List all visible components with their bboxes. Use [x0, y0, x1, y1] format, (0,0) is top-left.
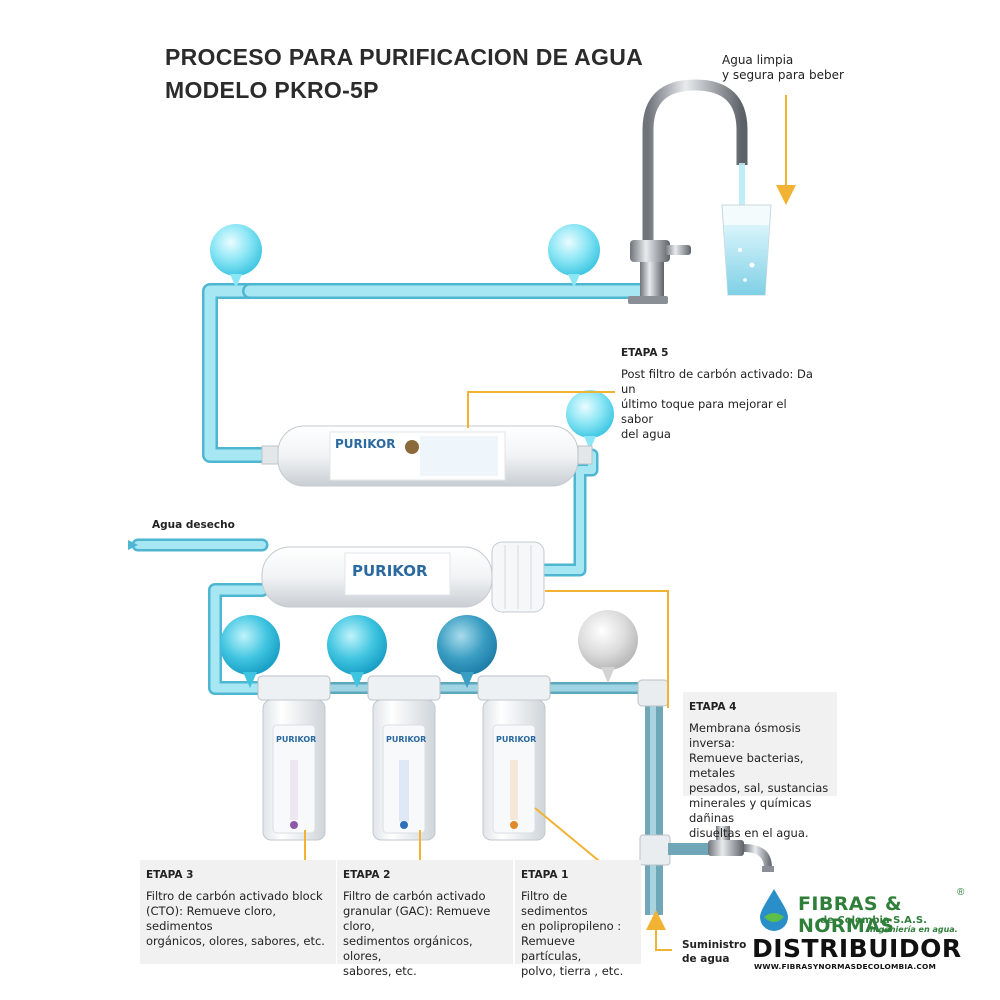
logo-tagline: Ingeniería en agua. [870, 925, 958, 934]
logo-subtitle: de Colombia S.A.S. [820, 915, 927, 926]
stage4-brand-label: PURIKOR [352, 562, 428, 580]
stage4-line-1: Membrana ósmosis inversa: [689, 721, 801, 750]
stage1-line-3: Remueve partículas, [521, 934, 582, 963]
stage3-description: ETAPA 3 Filtro de carbón activado block … [140, 860, 336, 964]
stage3-line-1: Filtro de carbón activado block [146, 889, 323, 903]
stage4-title: ETAPA 4 [689, 701, 737, 713]
stage5-line-3: del agua [621, 427, 671, 441]
waste-water-label: Agua desecho [152, 519, 235, 531]
stage1-housing: PURIKOR [477, 675, 551, 841]
stage5-line-1: Post filtro de carbón activado: Da un [621, 367, 813, 396]
stage2-housing: PURIKOR [367, 675, 441, 841]
stage4-line-2: Remueve bacterias, metales [689, 751, 804, 780]
distributor-logo: FIBRAS & NORMAS ® de Colombia S.A.S. Ing… [752, 885, 977, 971]
logo-registered-mark: ® [957, 887, 965, 898]
stage2-line-3: sedimentos orgánicos, olores, [343, 934, 473, 963]
stage1-brand-label: PURIKOR [496, 735, 536, 744]
stage2-description: ETAPA 2 Filtro de carbón activado granul… [337, 860, 513, 978]
logo-name: FIBRAS & NORMAS [798, 893, 902, 937]
supply-label: Suministro de agua [682, 938, 746, 966]
stage2-line-2: granular (GAC): Remueve cloro, [343, 904, 491, 933]
stage4-line-4: minerales y químicas dañinas [689, 796, 812, 825]
supply-line-2: de agua [682, 953, 730, 965]
page-title: PROCESO PARA PURIFICACION DE AGUA [165, 44, 644, 70]
faucet [628, 79, 748, 304]
stage3-brand-label: PURIKOR [276, 735, 316, 744]
stage2-line-4: sabores, etc. [343, 964, 417, 978]
stage4-line-5: disueltas en el agua. [689, 826, 809, 840]
stage1-line-2: en polipropileno : [521, 919, 622, 933]
distributor-url: WWW.FIBRASYNORMASDECOLOMBIA.COM [754, 962, 937, 971]
stage3-line-2: (CTO): Remueve cloro, sedimentos [146, 904, 276, 933]
stage1-line-1: Filtro de sedimentos [521, 889, 588, 918]
stage1-title: ETAPA 1 [521, 869, 569, 881]
stage5-description: ETAPA 5 Post filtro de carbón activado: … [615, 338, 820, 441]
clean-water-line-2: y segura para beber [722, 68, 844, 82]
stage3-line-3: orgánicos, olores, sabores, etc. [146, 934, 325, 948]
distributor-label: DISTRIBUIDOR [752, 934, 962, 963]
page-subtitle: MODELO PKRO-5P [165, 77, 379, 103]
stage5-postfilter: PURIKOR [261, 425, 593, 487]
stage1-description: ETAPA 1 Filtro de sedimentos en poliprop… [515, 860, 641, 978]
water-drop-icon [760, 889, 788, 931]
stage4-membrane: PURIKOR [261, 541, 545, 613]
waste-flow-arrow [128, 540, 138, 550]
stage2-line-1: Filtro de carbón activado [343, 889, 486, 903]
stage5-line-2: último toque para mejorar el sabor [621, 397, 787, 426]
clean-water-label: Agua limpia y segura para beber [722, 53, 844, 83]
supply-tap [708, 826, 774, 872]
stage3-title: ETAPA 3 [146, 869, 194, 881]
stage-bubbles [210, 224, 638, 688]
stage5-brand-label: PURIKOR [335, 437, 395, 451]
supply-line-1: Suministro [682, 939, 747, 951]
clean-water-line-1: Agua limpia [722, 53, 794, 67]
water-glass [721, 204, 772, 296]
stage5-title: ETAPA 5 [621, 347, 669, 359]
stage4-description: ETAPA 4 Membrana ósmosis inversa: Remuev… [683, 692, 837, 840]
water-pipes [131, 283, 656, 695]
stage2-brand-label: PURIKOR [386, 735, 426, 744]
stage4-line-3: pesados, sal, sustancias [689, 781, 829, 795]
stage3-housing: PURIKOR [257, 675, 331, 841]
stage1-line-4: polvo, tierra , etc. [521, 964, 624, 978]
stage2-title: ETAPA 2 [343, 869, 391, 881]
